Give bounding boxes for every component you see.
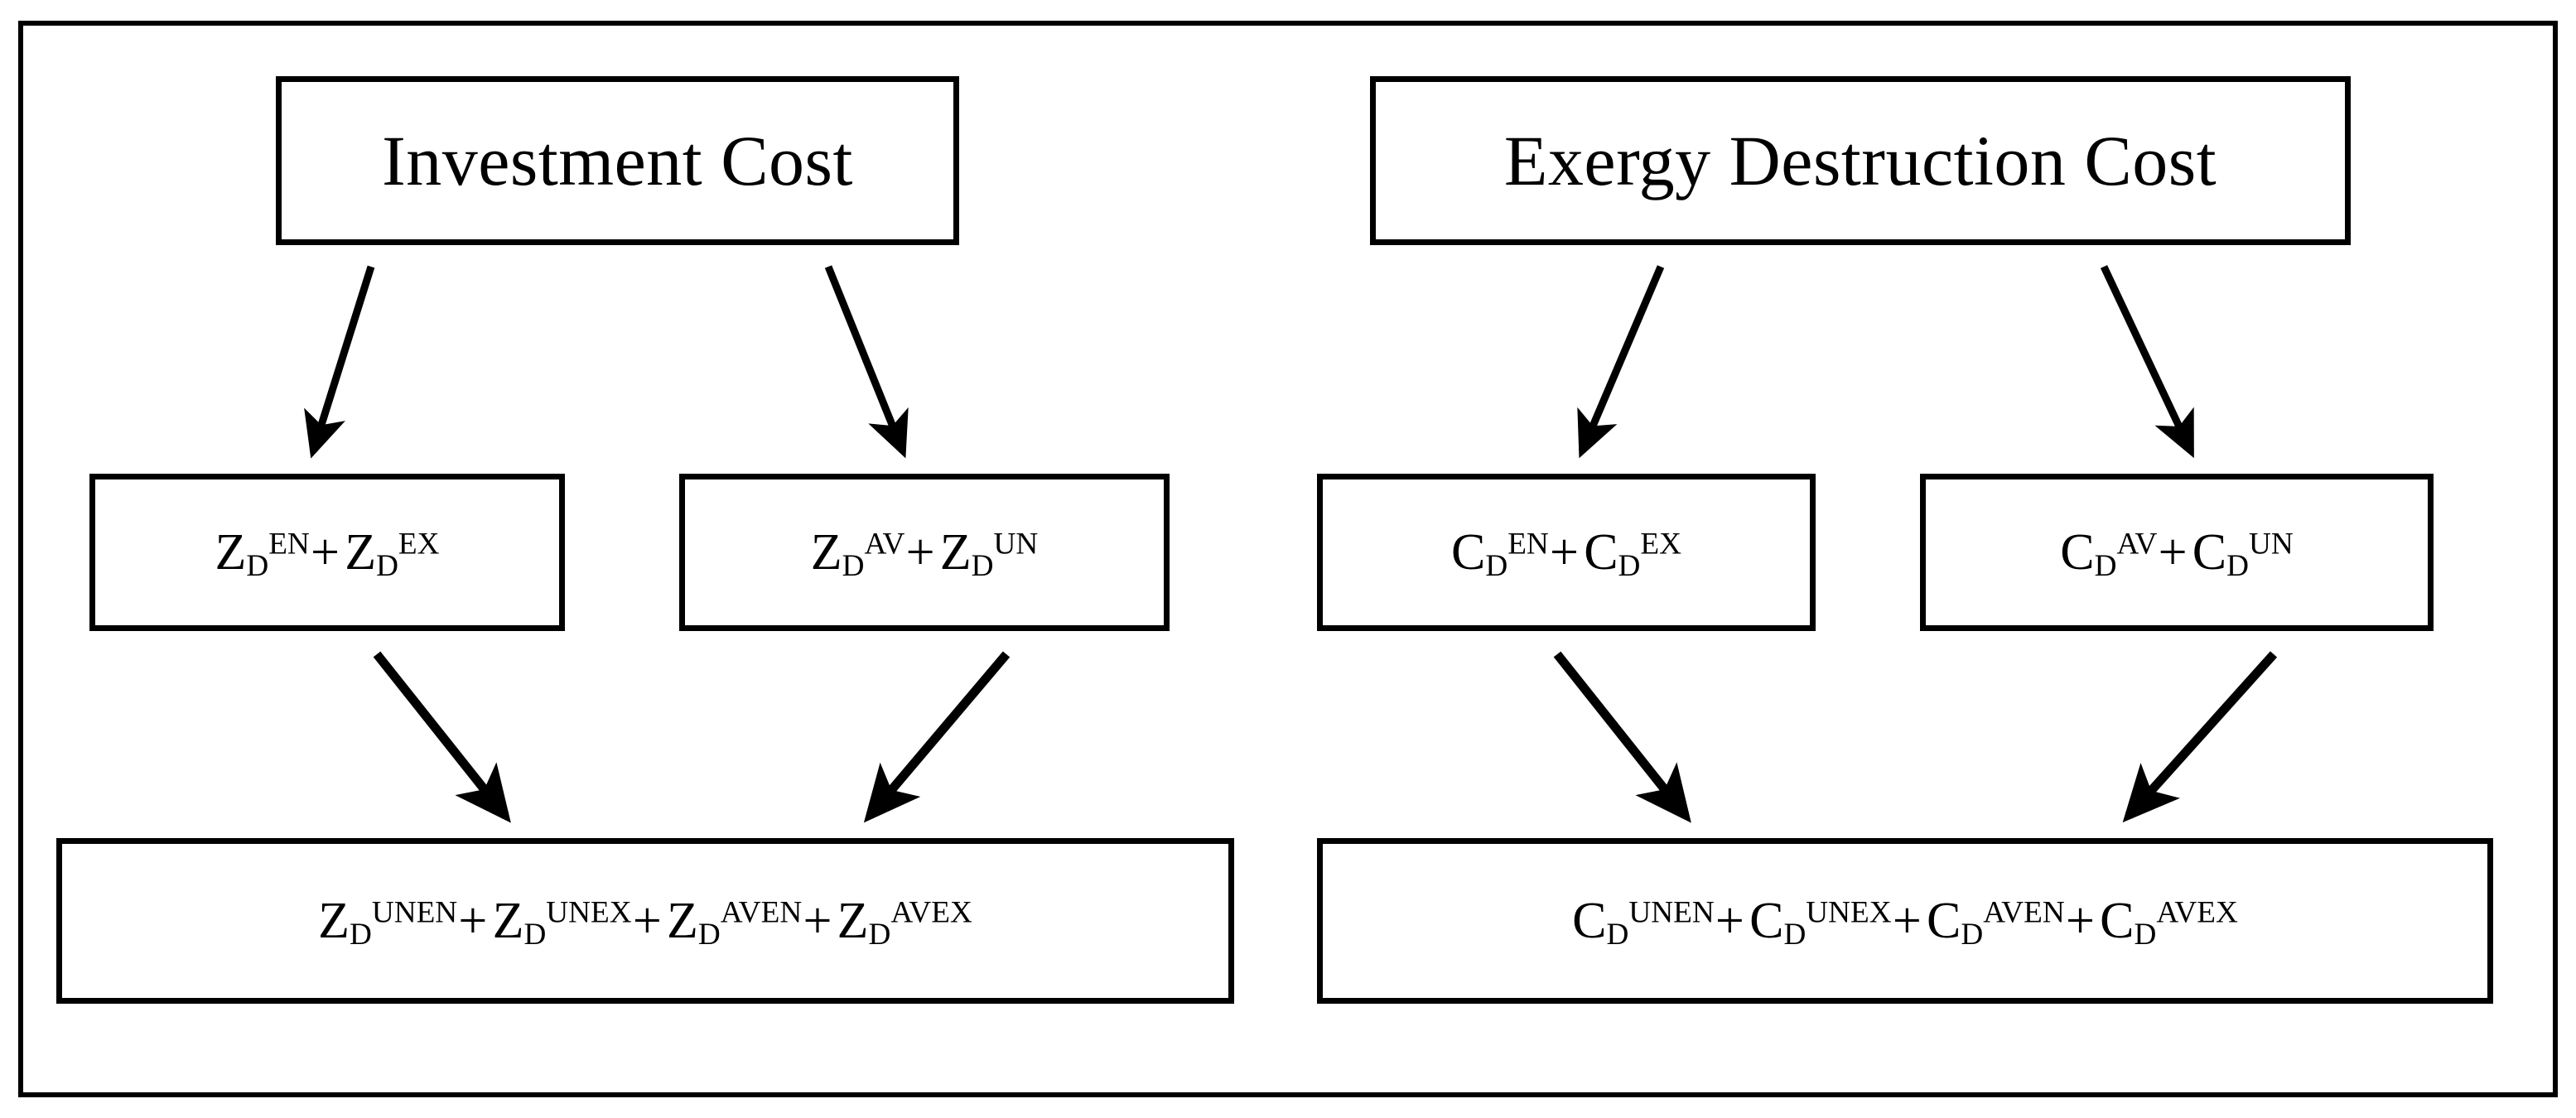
formula-c-combined: CDUNEN+CDUNEX+CDAVEN+CDAVEX [1572,893,2238,952]
formula-z-combined: ZDUNEN+ZDUNEX+ZDAVEN+ZDAVEX [318,893,972,952]
node-exergy-destruction-cost[interactable]: Exergy Destruction Cost [1370,76,2351,245]
node-investment-cost[interactable]: Investment Cost [276,76,959,245]
formula-z-av-un: ZDAV+ZDUN [810,524,1039,584]
node-c-en-ex[interactable]: CDEN+CDEX [1317,474,1816,631]
node-z-av-un[interactable]: ZDAV+ZDUN [679,474,1170,631]
formula-z-en-ex: ZDEN+ZDEX [215,524,440,584]
node-z-combined[interactable]: ZDUNEN+ZDUNEX+ZDAVEN+ZDAVEX [56,838,1234,1004]
node-c-combined[interactable]: CDUNEN+CDUNEX+CDAVEN+CDAVEX [1317,838,2493,1004]
node-z-en-ex[interactable]: ZDEN+ZDEX [89,474,565,631]
node-investment-cost-label: Investment Cost [382,121,853,200]
formula-c-av-un: CDAV+CDUN [2060,524,2294,584]
formula-c-en-ex: CDEN+CDEX [1451,524,1681,584]
node-c-av-un[interactable]: CDAV+CDUN [1920,474,2434,631]
node-exergy-destruction-cost-label: Exergy Destruction Cost [1503,121,2217,200]
